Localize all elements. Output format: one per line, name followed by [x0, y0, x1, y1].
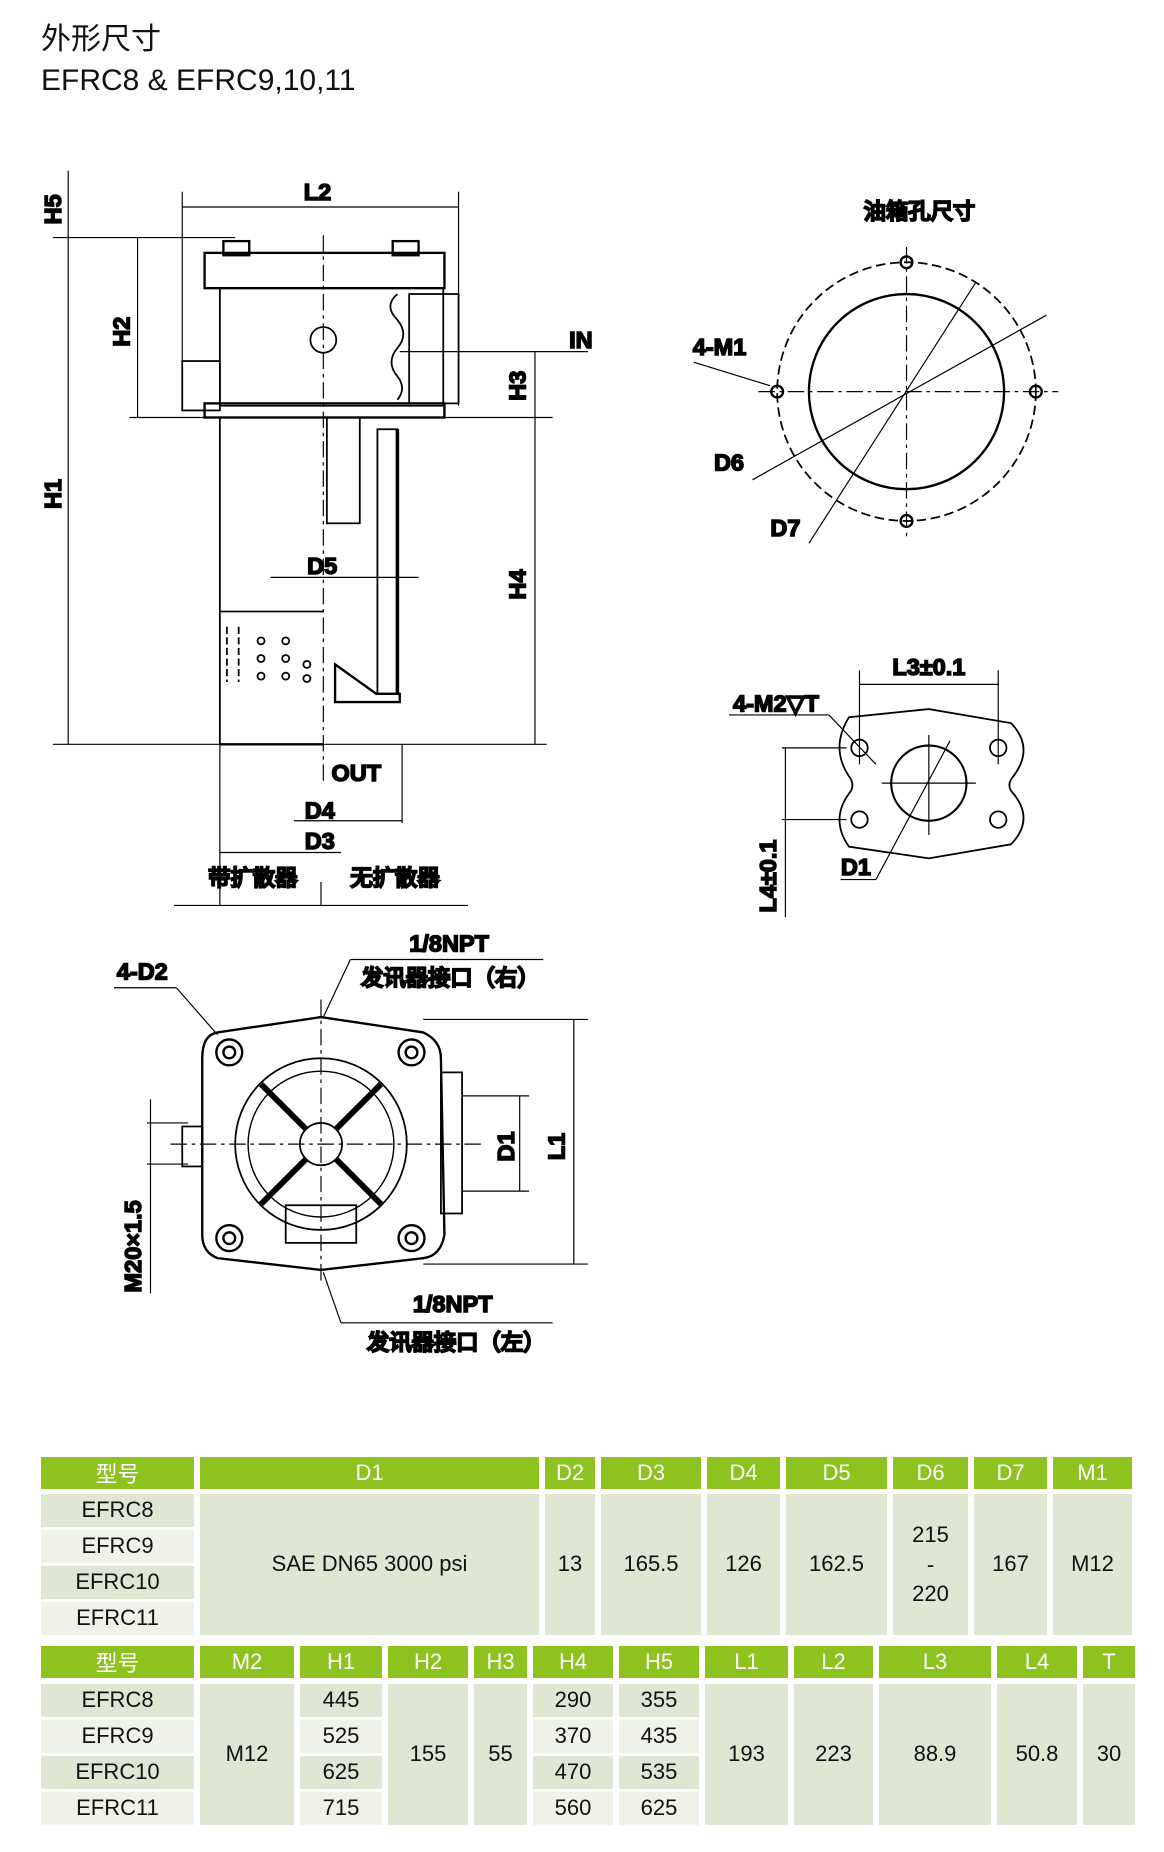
- m1-cell: M12: [1053, 1494, 1132, 1635]
- column-header: H3: [474, 1646, 527, 1678]
- column-header: D1: [200, 1457, 539, 1489]
- d6-cell: 215 - 220: [893, 1494, 968, 1635]
- label-H3: H3: [505, 371, 531, 401]
- h5-cell: 435: [619, 1720, 699, 1753]
- label-H2: H2: [108, 317, 134, 347]
- h5-cell: 535: [619, 1756, 699, 1789]
- column-header: M2: [200, 1646, 294, 1678]
- label-L2: L2: [304, 179, 331, 205]
- model-cell: EFRC11: [41, 1602, 194, 1635]
- label-OUT: OUT: [331, 760, 381, 786]
- column-header: D7: [974, 1457, 1047, 1489]
- model-cell: EFRC10: [41, 1756, 194, 1789]
- label-npt-right: 1/8NPT: [409, 930, 489, 956]
- label-4-M1: 4-M1: [693, 334, 747, 360]
- label-4-M2: 4-M2▽T: [733, 690, 820, 716]
- label-with-diffuser: 带扩散器: [208, 865, 298, 891]
- column-header: L2: [794, 1646, 873, 1678]
- d6-max: 220: [912, 1581, 949, 1607]
- side-view: L2 H5 H1 H2 IN H3 H4 D5 OUT D4 D3 带扩散器 无…: [39, 170, 593, 907]
- column-header: L4: [997, 1646, 1077, 1678]
- model-cell: EFRC8: [41, 1494, 194, 1527]
- column-header: D4: [707, 1457, 780, 1489]
- label-without-diffuser: 无扩散器: [350, 865, 440, 891]
- model-cell: EFRC8: [41, 1684, 194, 1717]
- l4-cell: 50.8: [997, 1684, 1077, 1825]
- h3-cell: 55: [474, 1684, 527, 1825]
- label-port-left: 发讯器接口（左）: [366, 1329, 546, 1356]
- d6-min: 215: [912, 1521, 949, 1547]
- column-header: H5: [619, 1646, 699, 1678]
- label-M20: M20×1.5: [120, 1200, 146, 1292]
- table1-header: 型号 D1 D2 D3 D4 D5 D6 D7 M1: [41, 1457, 1132, 1489]
- d7-cell: 167: [974, 1494, 1047, 1635]
- column-header: H1: [300, 1646, 382, 1678]
- d5-cell: 162.5: [786, 1494, 887, 1635]
- label-4-D2: 4-D2: [117, 958, 168, 984]
- page-subtitle: EFRC8 & EFRC9,10,11: [41, 64, 356, 97]
- label-L4: L4±0.1: [755, 840, 781, 913]
- d6-sep: -: [926, 1551, 935, 1577]
- top-view: 4-D2 1/8NPT 发讯器接口（右） D1 L1 M20×1.5 1/8NP…: [114, 930, 588, 1357]
- label-D4: D4: [305, 797, 335, 823]
- d2-cell: 13: [545, 1494, 595, 1635]
- label-D7: D7: [770, 515, 800, 541]
- h4-cell: 290: [533, 1684, 613, 1717]
- h1-cell: 625: [300, 1756, 382, 1789]
- label-IN: IN: [569, 327, 593, 353]
- column-header: T: [1083, 1646, 1135, 1678]
- m2-cell: M12: [200, 1684, 294, 1825]
- label-H4: H4: [505, 569, 531, 599]
- table2-header: 型号 M2 H1 H2 H3 H4 H5 L1 L2 L3 L4 T: [41, 1646, 1135, 1678]
- d3-cell: 165.5: [601, 1494, 701, 1635]
- d4-cell: 126: [707, 1494, 780, 1635]
- h4-cell: 470: [533, 1756, 613, 1789]
- tank-hole-title: 油箱孔尺寸: [864, 198, 976, 225]
- column-header: D6: [893, 1457, 968, 1489]
- h5-cell: 355: [619, 1684, 699, 1717]
- h4-cell: 560: [533, 1792, 613, 1825]
- model-cell: EFRC10: [41, 1566, 194, 1599]
- label-D6: D6: [714, 449, 744, 475]
- column-header: L1: [705, 1646, 788, 1678]
- model-cell: EFRC11: [41, 1792, 194, 1825]
- column-header: 型号: [41, 1457, 194, 1489]
- table1-body: EFRC8 EFRC9 EFRC10 EFRC11 SAE DN65 3000 …: [41, 1494, 1132, 1635]
- h1-cell: 445: [300, 1684, 382, 1717]
- column-header: H4: [533, 1646, 613, 1678]
- label-D5: D5: [307, 553, 337, 579]
- column-header: L3: [879, 1646, 991, 1678]
- column-header: M1: [1053, 1457, 1132, 1489]
- label-D3: D3: [305, 828, 335, 854]
- column-header: D2: [545, 1457, 595, 1489]
- label-npt-left: 1/8NPT: [413, 1291, 493, 1317]
- flange-view: L3±0.1 4-M2▽T L4±0.1 D1: [728, 653, 1025, 918]
- label-port-right: 发讯器接口（右）: [360, 964, 540, 991]
- label-top-D1: D1: [493, 1131, 519, 1161]
- label-H1: H1: [40, 479, 66, 509]
- page-title: 外形尺寸: [41, 22, 161, 57]
- column-header: D5: [786, 1457, 887, 1489]
- l2-cell: 223: [794, 1684, 873, 1825]
- column-header: H2: [388, 1646, 468, 1678]
- table2-body: EFRC8 EFRC9 EFRC10 EFRC11 M12 445 525 62…: [41, 1684, 1135, 1825]
- model-cell: EFRC9: [41, 1720, 194, 1753]
- label-flange-D1: D1: [841, 854, 871, 880]
- h2-cell: 155: [388, 1684, 468, 1825]
- h5-cell: 625: [619, 1792, 699, 1825]
- tank-hole-view: 油箱孔尺寸 4-M1 D6 D7: [692, 197, 1059, 544]
- h1-cell: 715: [300, 1792, 382, 1825]
- label-H5: H5: [40, 194, 66, 224]
- model-cell: EFRC9: [41, 1530, 194, 1563]
- h1-cell: 525: [300, 1720, 382, 1753]
- l1-cell: 193: [705, 1684, 788, 1825]
- label-L3: L3±0.1: [892, 654, 965, 680]
- column-header: D3: [601, 1457, 701, 1489]
- l3-cell: 88.9: [879, 1684, 991, 1825]
- column-header: 型号: [41, 1646, 194, 1678]
- h4-cell: 370: [533, 1720, 613, 1753]
- t-cell: 30: [1083, 1684, 1135, 1825]
- d1-cell: SAE DN65 3000 psi: [200, 1494, 539, 1635]
- label-L1: L1: [543, 1133, 569, 1160]
